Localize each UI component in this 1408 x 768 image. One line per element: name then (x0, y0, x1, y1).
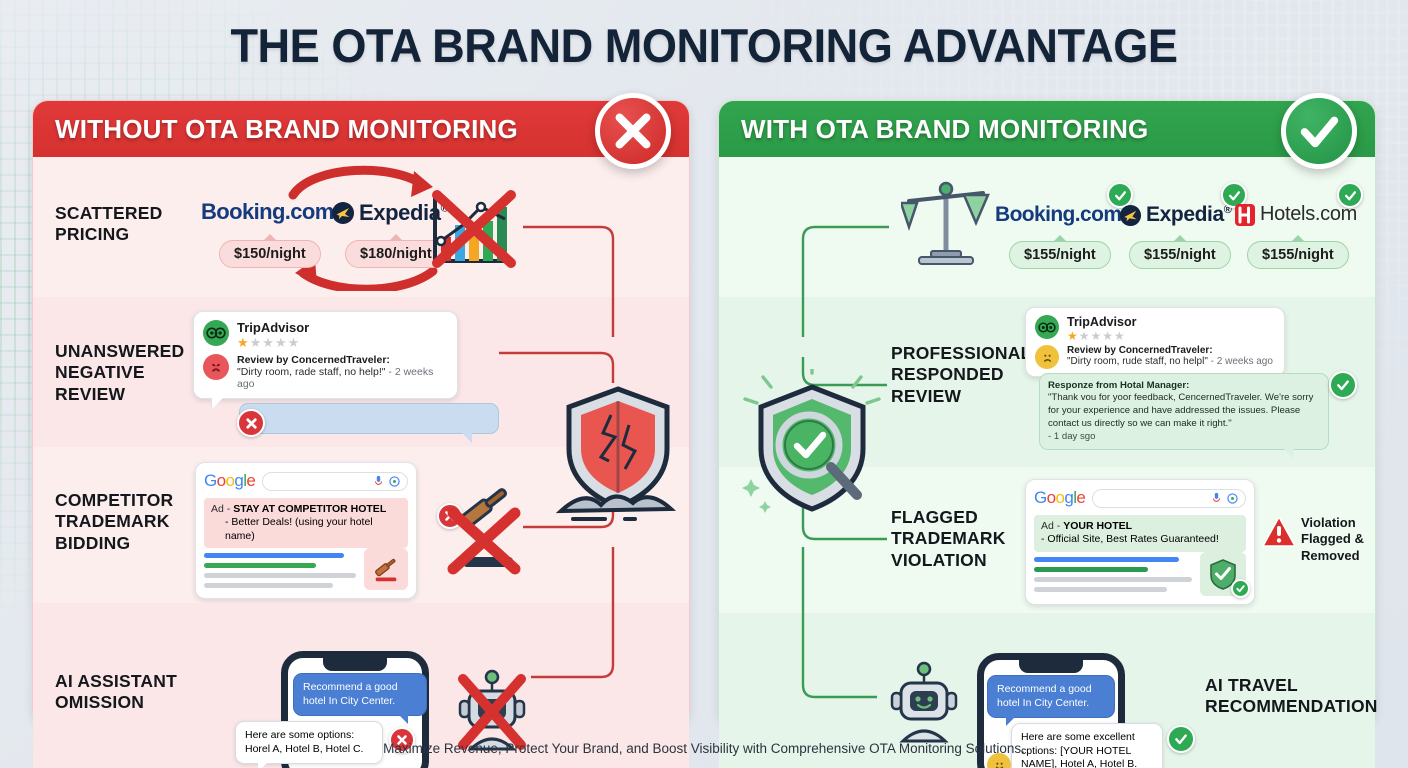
with-monitoring-header-label: WITH OTA BRAND MONITORING (741, 113, 1149, 144)
microphone-icon-good (1212, 492, 1221, 502)
tripadvisor-owl-icon (203, 320, 229, 346)
ota-logo-booking-good: Booking.com (995, 203, 1122, 226)
price-pill-hotels-good: $155/night (1247, 235, 1349, 269)
expedia-plane-icon-good (1119, 204, 1142, 226)
status-icon-response-good (1329, 371, 1357, 399)
review-platform-good: TripAdvisor (1067, 315, 1137, 329)
row-label-ai-omission: AI ASSISTANT OMISSION (55, 671, 177, 713)
response-age: - 1 day sgo (1048, 430, 1096, 442)
row-label-scattered-pricing: SCATTERED PRICING (55, 203, 163, 245)
review-age-good: - 2 weeks ago (1210, 356, 1273, 367)
manager-response-bubble: Responze from Hotal Manager: "Thank vou … (1039, 373, 1329, 460)
review-age-bad: - 2 weeks ago (237, 366, 434, 390)
status-icon-shield-check (1231, 578, 1250, 598)
warning-triangle-icon (1262, 516, 1296, 547)
lens-camera-icon (389, 475, 400, 487)
google-logo: Google (204, 471, 256, 490)
status-icon-booking-good (1107, 182, 1133, 208)
review-text-bad: "Dirty room, rade staff, no help!" (237, 366, 386, 378)
price-pill-expedia-good: $155/night (1129, 235, 1231, 269)
check-mark-icon (1281, 93, 1357, 169)
price-pill-booking: $150/night (219, 234, 321, 268)
google-logo-good: Google (1034, 488, 1086, 507)
without-monitoring-header: WITHOUT OTA BRAND MONITORING (33, 101, 689, 157)
shield-with-magnifier-icon (742, 369, 881, 513)
x-mark-icon (595, 93, 671, 169)
review-rating-good: ★★★★★ (1067, 329, 1126, 343)
competitor-ad-bad: Ad - STAY AT COMPETITOR HOTEL - Better D… (204, 498, 408, 549)
slight-frown-face-icon (1035, 345, 1059, 369)
without-monitoring-header-label: WITHOUT OTA BRAND MONITORING (55, 113, 518, 144)
ota-logo-expedia: Expedia® (359, 200, 449, 225)
row-label-flagged-trademark: FLAGGED TRADEMARK VIOLATION (891, 507, 1006, 570)
status-icon-ai-good (1167, 725, 1195, 753)
smiling-face-icon (987, 753, 1011, 768)
frowning-face-icon (203, 354, 229, 380)
row-label-responded-review: PROFESSIONALLY RESPONDED REVIEW (891, 343, 1053, 406)
status-icon-ai-bad (389, 727, 415, 753)
with-monitoring-panel: WITH OTA BRAND MONITORING Booking.com (718, 93, 1378, 768)
review-author-bad: Review by ConcernedTraveler: (237, 354, 390, 366)
assistant-message-bad: Here are some options: Horel A, Hotel B,… (235, 721, 383, 768)
without-monitoring-panel: WITHOUT OTA BRAND MONITORING SCATTERED P… (32, 93, 690, 768)
empty-reply-bubble (239, 403, 499, 443)
review-card-good: TripAdvisor ★★★★★ Review by ConcernedTra… (1025, 307, 1285, 387)
review-rating-bad: ★★★★★ (237, 335, 301, 350)
balance-scale-icon (901, 181, 990, 265)
row-label-unanswered-review: UNANSWERED NEGATIVE REVIEW (55, 341, 185, 404)
price-pill-booking-good: $155/night (1009, 235, 1111, 269)
lens-camera-icon-good (1227, 492, 1238, 504)
expedia-plane-icon (332, 202, 354, 224)
status-icon-no-reply (237, 409, 265, 437)
row-consistent-pricing: Booking.com $155/night Expedia® $155/nig… (719, 157, 1375, 297)
assistant-message-good: Here are some excellent cptions: [YOUR H… (1011, 723, 1163, 768)
row-trademark-bidding: COMPETITOR TRADEMARK BIDDING Google Ad -… (33, 447, 689, 603)
ota-logo-expedia-good: Expedia® (1146, 203, 1232, 226)
review-author-good: Review by ConcernedTraveler: (1067, 345, 1213, 356)
row-flagged-trademark: FLAGGED TRADEMARK VIOLATION Google Ad - … (719, 467, 1375, 613)
review-text-good: "Dirty room, rude staff, no helpl" (1067, 356, 1208, 367)
hotels-logo-icon (1235, 203, 1255, 226)
response-title: Responze from Hotal Manager: (1048, 380, 1190, 391)
row-label-trademark-bidding: COMPETITOR TRADEMARK BIDDING (55, 490, 174, 553)
review-platform-bad: TripAdvisor (237, 320, 310, 335)
with-monitoring-header: WITH OTA BRAND MONITORING (719, 101, 1375, 157)
violation-note: Violation Flagged & Removed (1301, 515, 1364, 563)
price-pill-expedia: $180/night (345, 234, 447, 268)
page-title: THE OTA BRAND MONITORING ADVANTAGE (230, 19, 1178, 72)
search-input-bad[interactable] (262, 471, 408, 491)
status-icon-hotels-good (1337, 182, 1363, 208)
row-label-ai-recommendation: AI TRAVEL RECOMMENDATION (1205, 675, 1378, 717)
status-icon-trademark-bad (437, 503, 463, 529)
user-message-good: Recommend a good hotel In City Center. (987, 675, 1115, 727)
verified-shield-icon (1200, 551, 1250, 598)
gavel-icon (364, 548, 408, 591)
review-card-bad: TripAdvisor ★★★★★ Review by ConcernedTra… (193, 311, 458, 409)
search-result-card-bad: Google Ad - STAY AT COMPETITOR HOTEL - B… (195, 462, 417, 600)
footer-caption: Maximize Revenue, Protect Your Brand, an… (383, 741, 1025, 756)
response-text: "Thank vou for yoor feedback, CencernedT… (1048, 392, 1314, 429)
broken-shield-icon (555, 386, 677, 521)
gavel-crossed-out-icon (447, 488, 521, 575)
ota-logo-booking: Booking.com (201, 199, 334, 224)
search-input-good[interactable] (1092, 488, 1246, 508)
without-monitoring-rows: SCATTERED PRICING Booking.com $150/night (33, 157, 689, 768)
row-scattered-pricing: SCATTERED PRICING Booking.com $150/night (33, 157, 689, 367)
tripadvisor-owl-icon-good (1035, 315, 1059, 339)
user-message-bad: Recommend a good hotel In City Center. (293, 673, 427, 725)
robot-icon (890, 661, 958, 743)
microphone-icon (374, 475, 383, 485)
ota-logo-hotels-good: Hotels.com (1260, 203, 1358, 225)
your-hotel-ad-good: Ad - YOUR HOTEL - Official Site, Best Ra… (1034, 515, 1246, 552)
search-result-card-good: Google Ad - YOUR HOTEL - Official Site, … (1025, 479, 1255, 605)
